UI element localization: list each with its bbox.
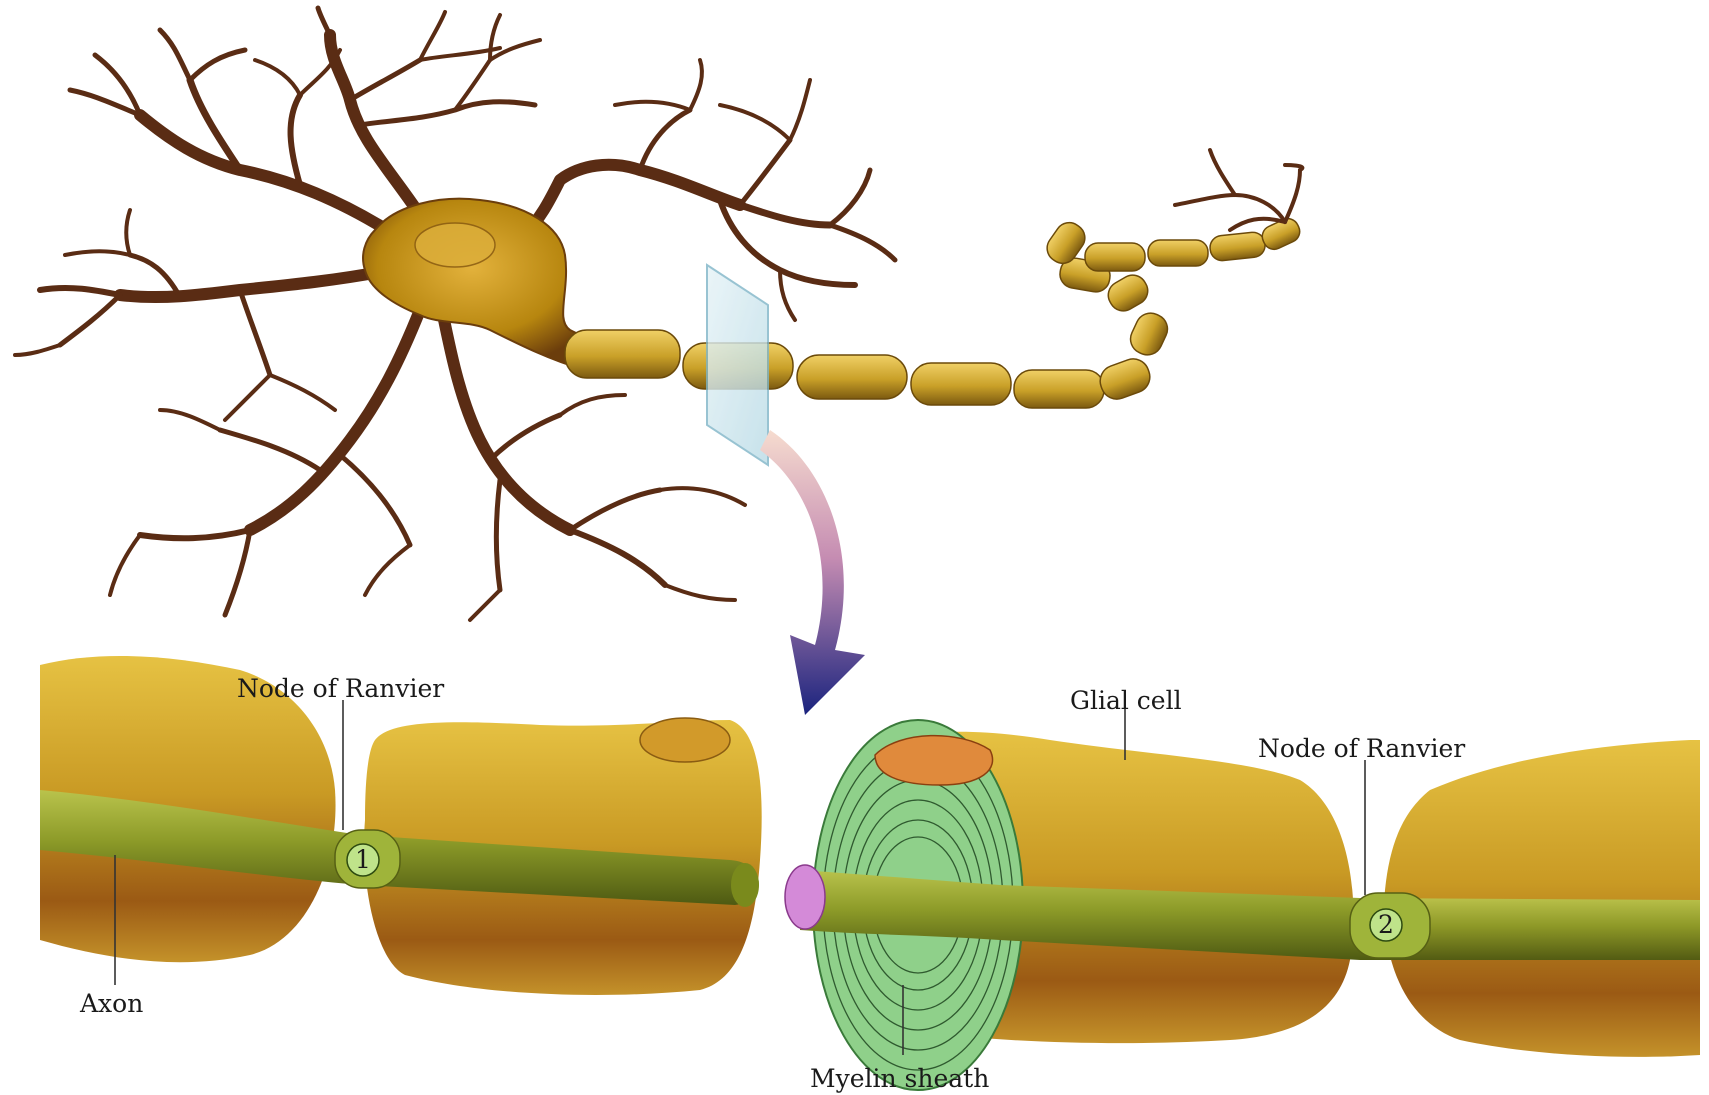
node-1-number: 1 — [355, 845, 371, 874]
label-node-of-ranvier-left: Node of Ranvier — [237, 674, 444, 703]
section-plane — [707, 265, 768, 465]
label-axon: Axon — [79, 989, 143, 1018]
myelinated-axon — [565, 215, 1303, 408]
node-2-number: 2 — [1378, 910, 1394, 939]
label-myelin-sheath: Myelin sheath — [810, 1064, 989, 1093]
axon-terminals — [1175, 150, 1302, 230]
label-glial-cell: Glial cell — [1070, 686, 1182, 715]
magnified-axon-right: 2 — [785, 720, 1700, 1090]
nucleus — [415, 223, 495, 267]
magnified-axon-left: 1 — [40, 656, 762, 995]
zoom-arrow — [760, 430, 865, 715]
label-node-of-ranvier-right: Node of Ranvier — [1258, 734, 1465, 763]
axon-core — [785, 865, 825, 929]
